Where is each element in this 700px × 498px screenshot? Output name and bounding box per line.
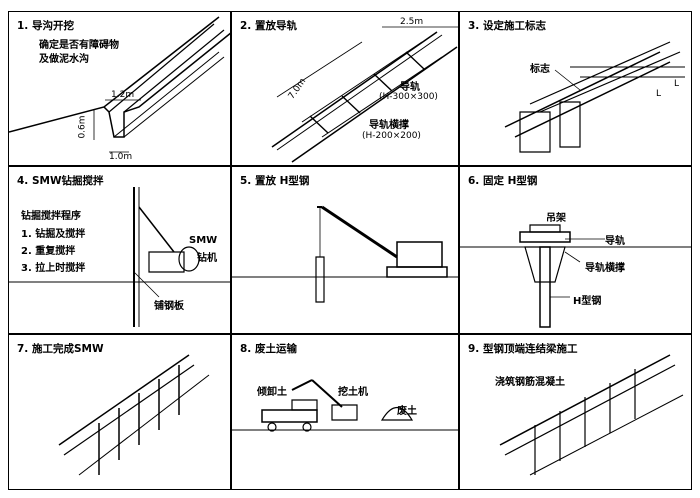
- label-cross-brace-spec: (H-200×200): [362, 131, 421, 141]
- panel-8-spoil-transport: 8. 废土运输 倾卸土 挖土机 废土: [231, 334, 459, 490]
- panel-4-smw-drilling: 4. SMW钻掘搅拌 钻掘搅拌程序 1. 钻掘及搅拌 2. 重复搅拌 3. 拉上…: [8, 166, 231, 334]
- procedure-title: 钻掘搅拌程序: [21, 211, 81, 222]
- panel-title: 5. 置放 H型钢: [240, 175, 310, 187]
- note-line-1: 确定是否有障碍物: [39, 40, 119, 51]
- dim-l-2: L: [656, 89, 662, 99]
- label-guide-rail-spec: (H-300×300): [379, 92, 438, 102]
- panel-7-smw-complete: 7. 施工完成SMW: [8, 334, 231, 490]
- label-guide-rail: 导轨: [400, 82, 420, 93]
- panel-3-set-marks: 3. 设定施工标志 标志 L L: [459, 11, 692, 166]
- label-mark: 标志: [530, 64, 550, 75]
- trench-drawing: [9, 12, 231, 166]
- label-cross-brace: 导轨横撑: [585, 263, 625, 274]
- procedure-step-2: 2. 重复搅拌: [21, 246, 76, 257]
- dim-l-1: L: [674, 79, 680, 89]
- panel-title: 3. 设定施工标志: [468, 20, 546, 32]
- panel-title: 1. 导沟开挖: [17, 20, 74, 32]
- label-h-beam: H型钢: [573, 296, 602, 307]
- dim-depth: 0.6m: [77, 115, 88, 139]
- panel-title: 7. 施工完成SMW: [17, 343, 104, 355]
- label-pour-concrete: 浇筑钢筋混凝土: [495, 377, 565, 388]
- completed-wall-drawing: [9, 335, 231, 490]
- dim-width: 2.5m: [400, 17, 424, 27]
- dim-width-bottom: 1.0m: [109, 152, 133, 162]
- guide-rail-drawing: [232, 12, 459, 166]
- note-line-2: 及做泥水沟: [39, 54, 89, 65]
- label-drill: 钻机: [197, 253, 217, 264]
- label-cross-brace: 导轨横撑: [369, 120, 409, 131]
- crane-drawing: [232, 167, 459, 334]
- capping-beam-drawing: [460, 335, 692, 490]
- panel-title: 6. 固定 H型钢: [468, 175, 538, 187]
- procedure-step-1: 1. 钻掘及搅拌: [21, 229, 86, 240]
- drill-rig-drawing: [9, 167, 231, 334]
- mark-drawing: [460, 12, 692, 166]
- panel-title: 8. 废土运输: [240, 343, 297, 355]
- transport-drawing: [232, 335, 459, 490]
- label-guide-rail: 导轨: [605, 236, 625, 247]
- label-hanger: 吊架: [546, 213, 566, 224]
- panel-9-capping-beam: 9. 型钢顶端连结梁施工 浇筑钢筋混凝土: [459, 334, 692, 490]
- label-excavator: 挖土机: [338, 387, 368, 398]
- panel-title: 4. SMW钻掘搅拌: [17, 175, 104, 187]
- panel-2-place-guide-rail: 2. 置放导轨 2.5m 7.0m 导轨 (H-300×300) 导轨横撑 (H…: [231, 11, 459, 166]
- label-smw: SMW: [189, 235, 218, 246]
- fixed-beam-drawing: [460, 167, 692, 334]
- panel-6-fix-h-beam: 6. 固定 H型钢 吊架 导轨 导轨横撑 H型钢: [459, 166, 692, 334]
- label-dump-soil: 倾卸土: [257, 387, 287, 398]
- dim-width-top: 1.2m: [111, 90, 135, 100]
- panel-5-place-h-beam: 5. 置放 H型钢: [231, 166, 459, 334]
- procedure-step-3: 3. 拉上时搅拌: [21, 263, 86, 274]
- panel-title: 9. 型钢顶端连结梁施工: [468, 343, 578, 355]
- label-spoil: 废土: [397, 406, 417, 417]
- panel-title: 2. 置放导轨: [240, 20, 297, 32]
- label-steel-plate: 铺钢板: [154, 301, 184, 312]
- panel-1-trench-excavation: 1. 导沟开挖 确定是否有障碍物 及做泥水沟 1.2m 0.6m 1.0m: [8, 11, 231, 166]
